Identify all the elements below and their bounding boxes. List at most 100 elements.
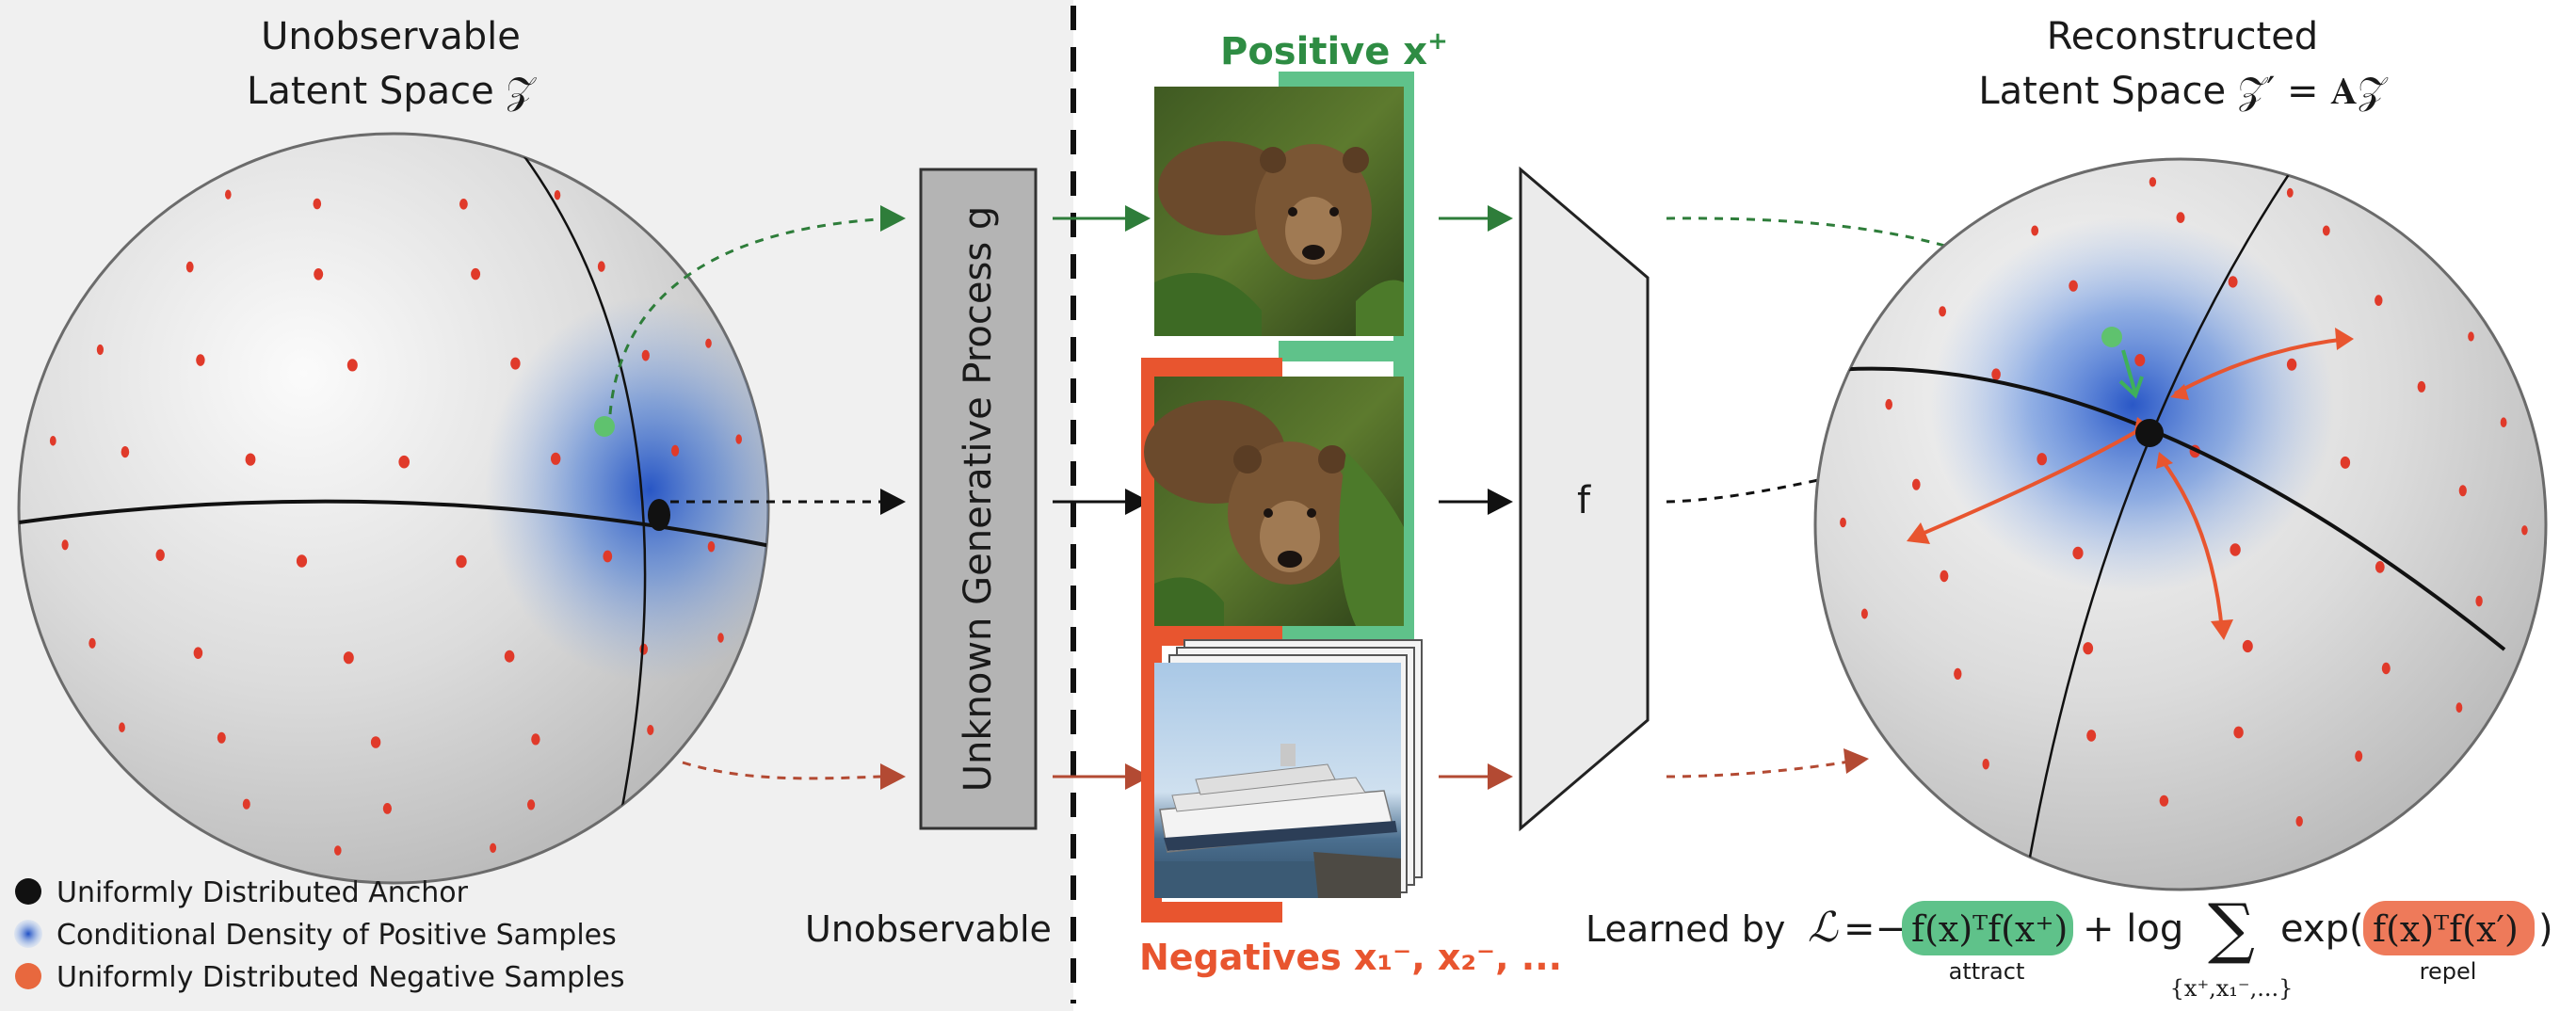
repel-arrow-2 <box>2174 337 2348 395</box>
positive-arrow-4 <box>1666 217 2078 317</box>
sum-subscript: {x⁺,x₁⁻,...} <box>2170 975 2294 1002</box>
negative-sample-dot <box>717 633 724 643</box>
negative-sample-dot <box>2468 331 2474 342</box>
legend-density-label: Conditional Density of Positive Samples <box>56 919 617 952</box>
negative-sample-dot <box>2455 702 2463 714</box>
anchor-arrowhead-1 <box>880 489 906 515</box>
positive-density-right <box>1930 217 2335 593</box>
negative-dots-right <box>1840 177 2528 827</box>
negative-sample-dot <box>2375 561 2385 573</box>
negative-arrowhead-4 <box>1843 748 1869 774</box>
loss-formula: Learned by ℒ =− f(x)ᵀf(x⁺) attract + log… <box>1586 890 2553 1002</box>
negative-sample-dot <box>2286 358 2297 371</box>
negative-sample-dot <box>121 446 130 458</box>
negative-sample-dot <box>2322 225 2330 236</box>
negative-sample-dot <box>527 799 536 810</box>
attract-highlight <box>1902 901 2073 955</box>
negative-arrowhead-2 <box>1125 763 1151 790</box>
negatives-label: Negatives x₁⁻, x₂⁻, ... <box>1139 937 1562 978</box>
generator-label: Unknown Generative Process g <box>957 206 1000 793</box>
repel-arrowhead-3a <box>2211 619 2233 640</box>
blue-blur-icon <box>14 920 42 948</box>
anchor-point-left <box>648 499 670 531</box>
negative-sample-dot <box>1940 570 1949 583</box>
negative-sample-dot <box>2417 380 2426 393</box>
repel-arrowhead-3b <box>2156 452 2173 469</box>
negative-sample-dot <box>343 651 354 665</box>
negative-sample-dot <box>2069 280 2078 292</box>
negative-sample-dot <box>2230 543 2241 556</box>
negative-sample-dot <box>96 344 104 356</box>
negative-sample-dot <box>2134 354 2146 367</box>
negative-dots-left <box>49 189 742 856</box>
negative-sample-dot <box>185 261 194 273</box>
positive-bear-image <box>1154 87 1404 336</box>
repel-label: repel <box>2420 958 2477 985</box>
anchor-point-right <box>2135 419 2164 447</box>
negative-arrowhead-3 <box>1488 763 1513 790</box>
negative-sample-dot <box>2228 276 2238 288</box>
negative-sample-dot <box>2176 212 2185 223</box>
negative-sample-dot <box>196 354 205 366</box>
negative-sample-dot <box>296 554 308 568</box>
attract-term: f(x)ᵀf(x⁺) <box>1911 908 2068 950</box>
positive-sample-left <box>594 416 615 437</box>
negative-sample-dot <box>2031 225 2039 236</box>
negative-sample-dot <box>242 798 250 810</box>
positive-arrowhead-3 <box>1488 205 1513 232</box>
negative-sample-dot <box>193 647 203 659</box>
negative-sample-dot <box>370 736 381 748</box>
repel-highlight <box>2363 901 2535 955</box>
attract-arrow <box>2121 349 2137 394</box>
negative-sample-dot <box>2159 794 2169 807</box>
negative-sample-dot <box>2381 662 2391 675</box>
negative-sample-dot <box>2086 730 2097 742</box>
negative-sample-dot <box>647 725 654 735</box>
anchor-arrow-4 <box>1666 429 2115 504</box>
attract-arrowhead <box>2118 376 2144 399</box>
negative-sample-dot <box>705 338 712 348</box>
negative-sample-dot <box>2072 546 2084 560</box>
negative-arrow-4 <box>1666 759 1856 778</box>
positive-sample-right <box>2101 327 2122 347</box>
orange-dot-icon <box>15 963 41 989</box>
negative-sample-dot <box>456 554 467 569</box>
exp-close: ) <box>2538 907 2553 951</box>
negative-sample-dot <box>119 722 125 732</box>
negative-sample-dot <box>603 550 613 563</box>
negative-sample-dot <box>217 731 226 744</box>
negative-sample-dot <box>2458 485 2467 497</box>
positive-frame-mid <box>1279 341 1414 361</box>
negative-sample-dot <box>2521 525 2528 536</box>
negative-sample-dot <box>2149 177 2157 187</box>
great-circle-2-right <box>2022 159 2313 890</box>
encoder-f: f <box>1519 166 1650 832</box>
negative-sample-dot <box>2375 295 2383 306</box>
loss-equals: =− <box>1843 907 1907 951</box>
negative-sample-dot <box>1912 478 1921 490</box>
negative-sample-dot <box>2286 187 2294 198</box>
positive-arrow-1 <box>608 217 895 415</box>
latent-sphere-left <box>17 132 770 885</box>
generative-process-box: Unknown Generative Process g <box>919 168 1038 830</box>
right-title-line1: Reconstructed <box>2047 15 2318 58</box>
negative-sample-dot <box>735 434 742 444</box>
exp-open: exp( <box>2280 907 2364 951</box>
legend-anchor-label: Uniformly Distributed Anchor <box>56 876 469 909</box>
positive-density-left <box>485 297 768 682</box>
negative-sample-dot <box>597 261 605 272</box>
negative-sample-dot <box>1991 368 2001 381</box>
negative-sample-dot <box>2295 815 2303 827</box>
negative-sample-dot <box>504 650 515 663</box>
negative-sample-dot <box>314 268 324 281</box>
negative-sample-dot <box>49 436 56 446</box>
negative-sample-dot <box>398 455 411 469</box>
negative-sample-dot <box>554 190 561 201</box>
legend: Uniformly Distributed Anchor Conditional… <box>14 876 625 994</box>
negative-sample-dot <box>2242 639 2253 653</box>
negative-sample-dot <box>2355 750 2363 762</box>
negative-sample-dot <box>471 267 481 281</box>
negative-sample-dot <box>1885 398 1892 410</box>
anchor-arrowhead-3 <box>1488 489 1513 515</box>
positive-arrowhead-2 <box>1125 205 1151 232</box>
